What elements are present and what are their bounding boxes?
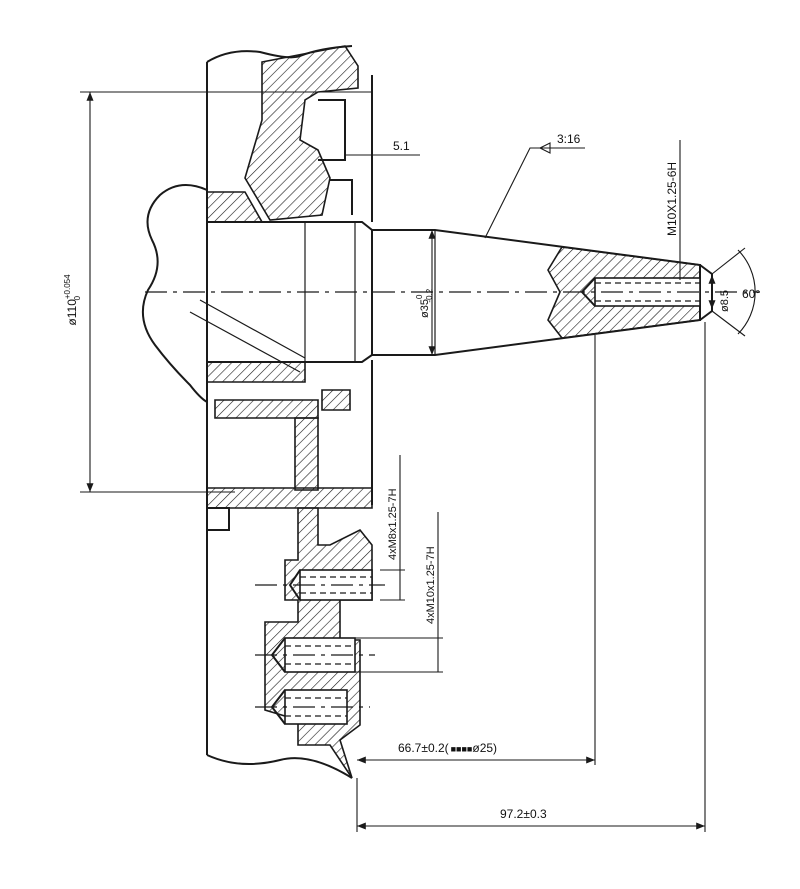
countersink-angle-label: 60° [742, 287, 760, 301]
dimension-text: ø110+0.0540 5.1 3:16 M10X1.25-6H ø350-0.… [63, 132, 760, 821]
taper-label: 3:16 [557, 132, 581, 146]
length-short-label: 66.7±0.2(■■■■ø25) [398, 741, 497, 755]
thread-m10-label: 4xM10x1.25-7H [425, 546, 437, 624]
hatched-sections [206, 45, 385, 779]
length-long-label: 97.2±0.3 [500, 807, 547, 821]
flange-offset-label: 5.1 [393, 139, 410, 153]
shaft-thread-label: M10X1.25-6H [665, 162, 679, 236]
thread-m8-label: 4xM8x1.25-7H [387, 488, 399, 560]
dimension-lines [80, 91, 756, 832]
bore-diameter-label: ø110+0.0540 [63, 274, 82, 326]
housing-outline [206, 45, 373, 779]
hole-diameter-label: ø8.5 [719, 290, 731, 312]
shaft-diameter-label: ø350-0.2 [415, 288, 434, 318]
main-shaft [145, 221, 760, 363]
